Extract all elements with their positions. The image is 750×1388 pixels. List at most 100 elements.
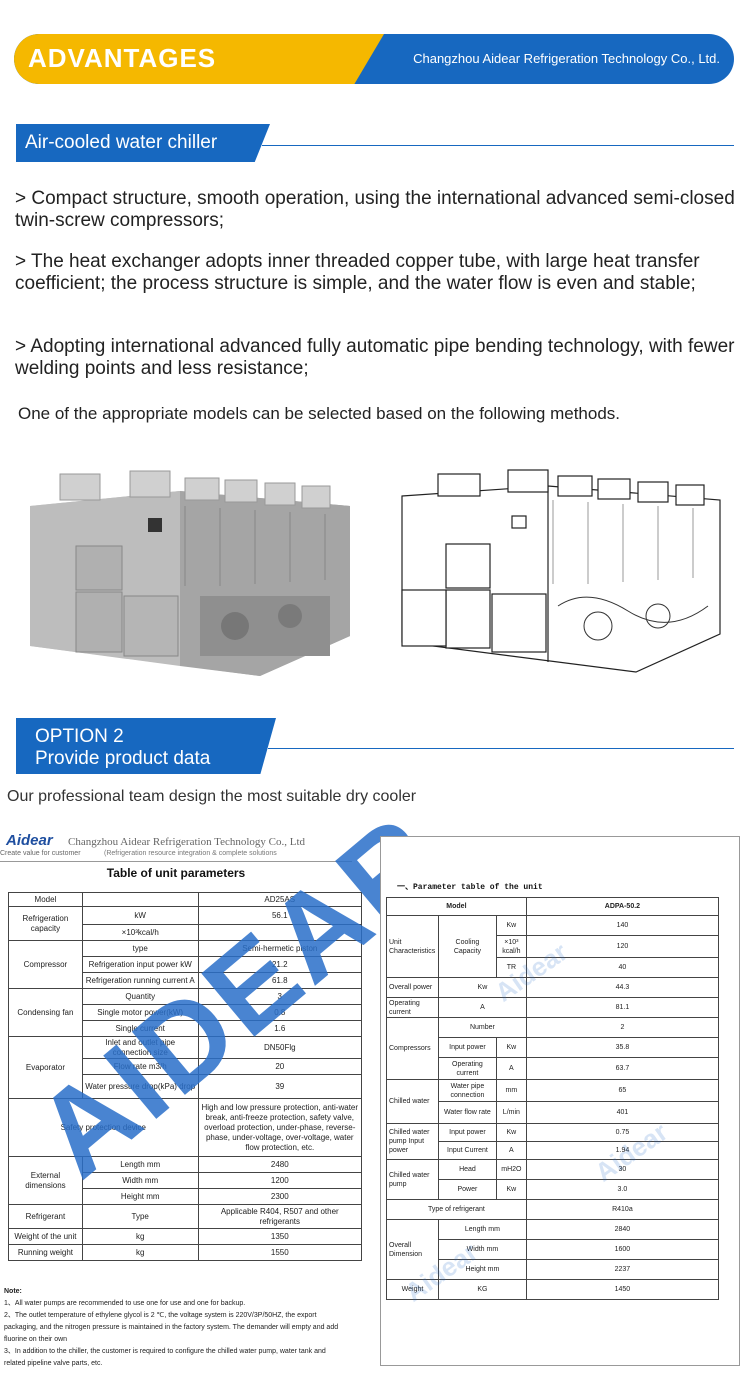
table-cell: Kw [495,1179,527,1200]
table-cell: Weight [386,1279,439,1300]
table-cell: Operating current [386,997,439,1018]
table-cell: 2300 [197,1188,363,1205]
table-cell: Overall Dimension [386,1219,439,1280]
table-cell: 2840 [525,1219,720,1240]
table-cell: Refrigerant [8,1204,83,1229]
table-cell: Compressor [8,940,83,989]
table-cell: Unit Characteristics [386,915,439,978]
table-cell: kg [81,1244,199,1261]
doc2-title: 一、Parameter table of the unit [397,883,543,892]
doc1-rule [0,861,352,862]
note-3: 3、In addition to the chiller, the custom… [4,1348,326,1367]
table-cell: Type [81,1204,199,1229]
chiller-photo [20,466,350,676]
doc1-title: Table of unit parameters [106,866,246,880]
table-cell: Operating current [437,1057,497,1080]
table-cell: Chilled water pump Input power [386,1123,439,1160]
table-cell: 1550 [197,1244,363,1261]
table-cell: Model [8,892,83,907]
table-cell: Overall power [386,977,439,998]
table-cell: 44.3 [525,977,720,998]
table-cell: Input Current [437,1141,497,1160]
table-cell: Chilled water pump [386,1159,439,1200]
doc1-notes: Note: 1、All water pumps are recommended … [4,1286,349,1370]
table-cell: 1600 [525,1239,720,1260]
table-cell: Chilled water [386,1079,439,1124]
doc1-tagline: Create value for customer [0,850,81,857]
table-cell: A [495,1057,527,1080]
table-cell: 39 [197,1074,363,1099]
table-cell: 1200 [197,1172,363,1189]
note-1: 1、All water pumps are recommended to use… [4,1300,246,1307]
table-cell: Applicable R404, R507 and other refriger… [197,1204,363,1229]
table-cell: Water pipe connection [437,1079,497,1102]
table-cell: 2237 [525,1259,720,1280]
section-title: Air-cooled water chiller [25,132,218,153]
table-cell: Kw [495,1123,527,1142]
table-cell: Model [386,897,527,916]
table-cell: 401 [525,1101,720,1124]
table-cell: Type of refrigerant [386,1199,527,1220]
table-cell: ×10³ kcal/h [495,935,527,958]
table-cell: 63.7 [525,1057,720,1080]
company-name: Changzhou Aidear Refrigeration Technolog… [413,51,720,66]
table-cell: High and low pressure protection, anti-w… [197,1098,363,1157]
table-cell: Length mm [437,1219,527,1240]
table-cell: Water flow rate [437,1101,497,1124]
table-cell: Condensing fan [8,988,83,1037]
table-cell: mH2O [495,1159,527,1180]
table-cell: A [495,1141,527,1160]
banner-accent [14,34,384,84]
advantage-1: > Compact structure, smooth operation, u… [15,188,735,231]
table-cell: 65 [525,1079,720,1102]
option-subtitle: Provide product data [35,748,211,769]
table-cell [81,892,199,907]
page-title: ADVANTAGES [28,43,217,73]
section-heading-option: OPTION 2 Provide product data [16,718,276,774]
table-cell: Input power [437,1037,497,1058]
table-cell: Evaporator [8,1036,83,1099]
section-divider-2 [268,748,734,749]
table-cell: Refrigeration capacity [8,906,83,941]
doc1-company: Changzhou Aidear Refrigeration Technolog… [68,836,305,848]
table-cell: Weight of the unit [8,1228,83,1245]
table-cell: mm [495,1079,527,1102]
table-cell: 35.8 [525,1037,720,1058]
table-cell: Number [437,1017,527,1038]
team-note: Our professional team design the most su… [7,788,417,805]
table-cell: 2 [525,1017,720,1038]
table-cell: Cooling Capacity [437,915,497,978]
note-heading: Note: [4,1288,22,1295]
table-cell: 1450 [525,1279,720,1300]
table-cell: 81.1 [525,997,720,1018]
table-cell: Power [437,1179,497,1200]
selection-note: One of the appropriate models can be sel… [18,404,620,423]
table-cell: Running weight [8,1244,83,1261]
table-cell: 1350 [197,1228,363,1245]
advantage-2: > The heat exchanger adopts inner thread… [15,251,700,294]
header-banner: ADVANTAGES Changzhou Aidear Refrigeratio… [14,34,734,84]
table-cell: 2480 [197,1156,363,1173]
table-cell: ×10³kcal/h [81,924,199,941]
section-divider [262,145,734,146]
doc1-tagline2: (Refrigeration resource integration & co… [104,850,277,857]
table-cell: R410a [525,1199,720,1220]
table-cell: Kw [495,915,527,936]
advantage-3: > Adopting international advanced fully … [15,336,735,379]
table-cell: Input power [437,1123,497,1142]
table-cell: kg [81,1228,199,1245]
table-cell: 3.0 [525,1179,720,1200]
table-cell: Compressors [386,1017,439,1080]
table-cell: kW [81,906,199,925]
table-cell: Kw [495,1037,527,1058]
chiller-drawing [398,466,736,676]
table-cell: KG [437,1279,527,1300]
aidear-logo: Aidear [6,832,53,849]
table-cell: ADPA-50.2 [525,897,720,916]
option-label: OPTION 2 [35,726,124,747]
note-2: 2、The outlet temperature of ethylene gly… [4,1312,339,1343]
unit-parameters-document: Aidear Changzhou Aidear Refrigeration Te… [0,788,468,1384]
